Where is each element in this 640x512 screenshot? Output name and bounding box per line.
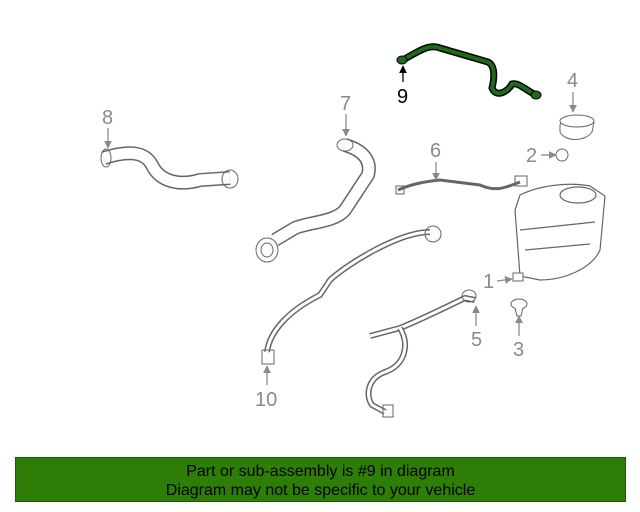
callout-3: 3 [513, 339, 524, 361]
callout-6: 6 [430, 140, 441, 162]
callout-8: 8 [102, 107, 113, 129]
part-6-hose[interactable] [395, 175, 528, 195]
callout-7: 7 [340, 93, 351, 115]
part-9-hose[interactable] [396, 43, 542, 100]
part-4-cap[interactable] [559, 114, 595, 140]
callout-1: 1 [483, 271, 494, 293]
callout-9: 9 [397, 86, 408, 108]
part-3-plug[interactable] [510, 298, 528, 317]
info-banner-line2: Diagram may not be specific to your vehi… [165, 482, 476, 499]
callout-4: 4 [567, 70, 578, 92]
part-5-pipe[interactable] [365, 289, 477, 418]
part-2-plug[interactable] [555, 148, 569, 162]
callout-5: 5 [471, 329, 482, 351]
callout-arrows [104, 65, 577, 385]
part-10-line[interactable] [261, 225, 442, 365]
part-7-hose[interactable] [255, 138, 376, 263]
part-1-sensor[interactable] [512, 272, 524, 282]
parts-diagram: 1 2 3 4 5 6 7 8 9 10 [100, 43, 606, 418]
part-8-hose[interactable] [100, 146, 239, 190]
callout-10: 10 [255, 389, 277, 411]
info-banner-line1: Part or sub-assembly is #9 in diagram [186, 463, 455, 480]
expansion-tank[interactable] [514, 183, 606, 281]
callout-2: 2 [526, 145, 537, 167]
info-banner: Part or sub-assembly is #9 in diagram Di… [15, 457, 626, 502]
